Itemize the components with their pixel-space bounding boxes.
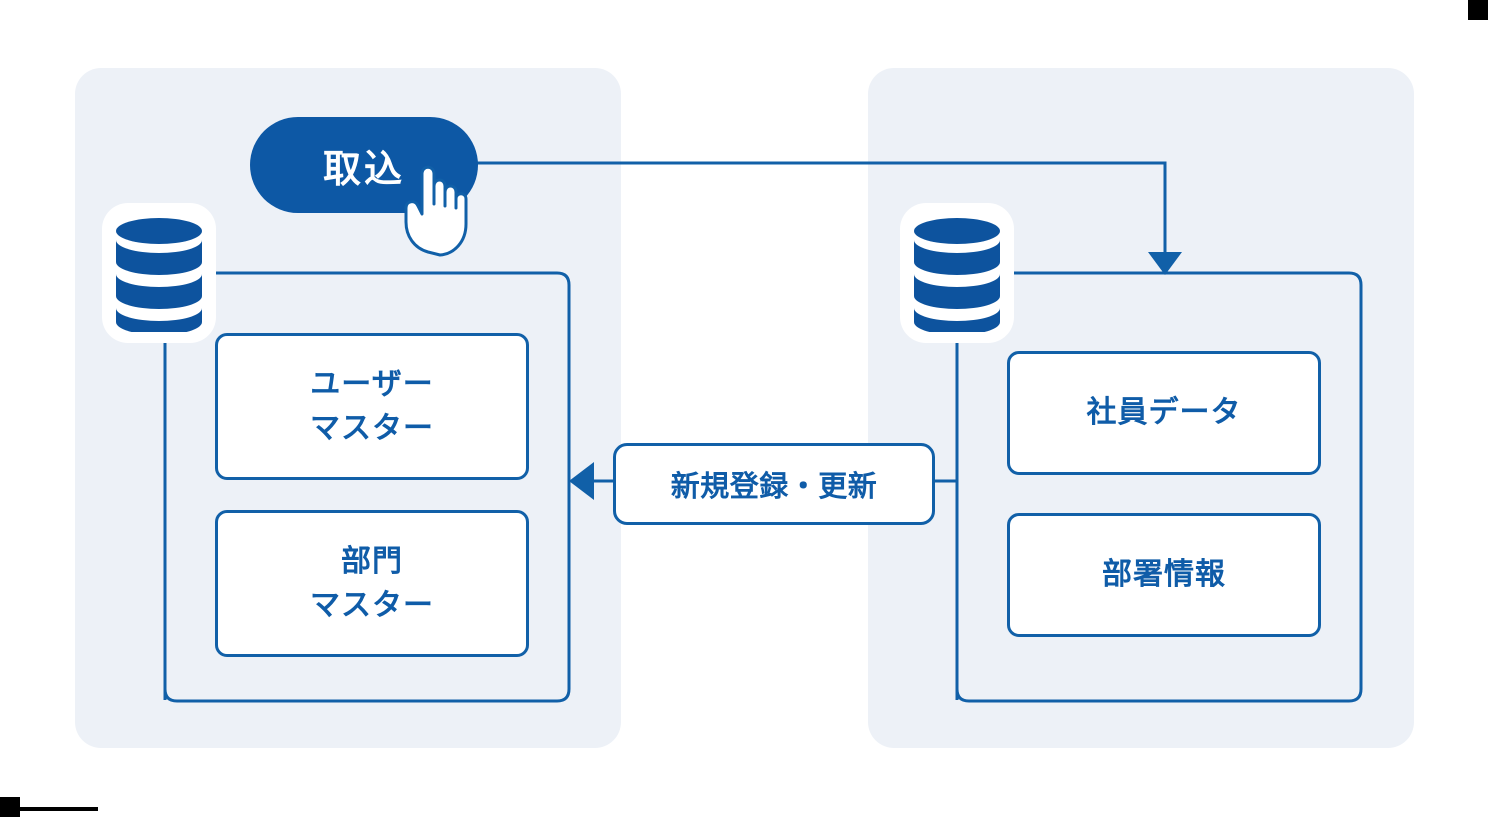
corner-rule-bottom-left bbox=[18, 807, 98, 811]
entity-box-department-info: 部署情報 bbox=[1007, 513, 1321, 637]
entity-label-line: 部署情報 bbox=[1102, 558, 1226, 592]
transfer-label-text: 新規登録・更新 bbox=[670, 471, 878, 503]
entity-label-line: 社員データ bbox=[1086, 396, 1242, 430]
entity-label-line: マスター bbox=[310, 411, 434, 445]
right-database-icon bbox=[900, 203, 1014, 343]
database-icon bbox=[914, 218, 1000, 332]
corner-marker-top-right bbox=[1468, 0, 1488, 20]
entity-label-line: ユーザー bbox=[310, 368, 434, 401]
entity-label-line: マスター bbox=[310, 588, 434, 622]
entity-box-employee-data: 社員データ bbox=[1007, 351, 1321, 475]
left-database-icon bbox=[102, 203, 216, 343]
transfer-label: 新規登録・更新 bbox=[613, 443, 935, 525]
import-button[interactable]: 取込 bbox=[250, 117, 478, 213]
entity-box-department-master: 部門 マスター bbox=[215, 510, 529, 657]
entity-box-user-master: ユーザー マスター bbox=[215, 333, 529, 480]
corner-marker-bottom-left bbox=[0, 797, 20, 817]
database-icon bbox=[116, 218, 202, 332]
entity-label-line: 部門 bbox=[341, 545, 403, 578]
